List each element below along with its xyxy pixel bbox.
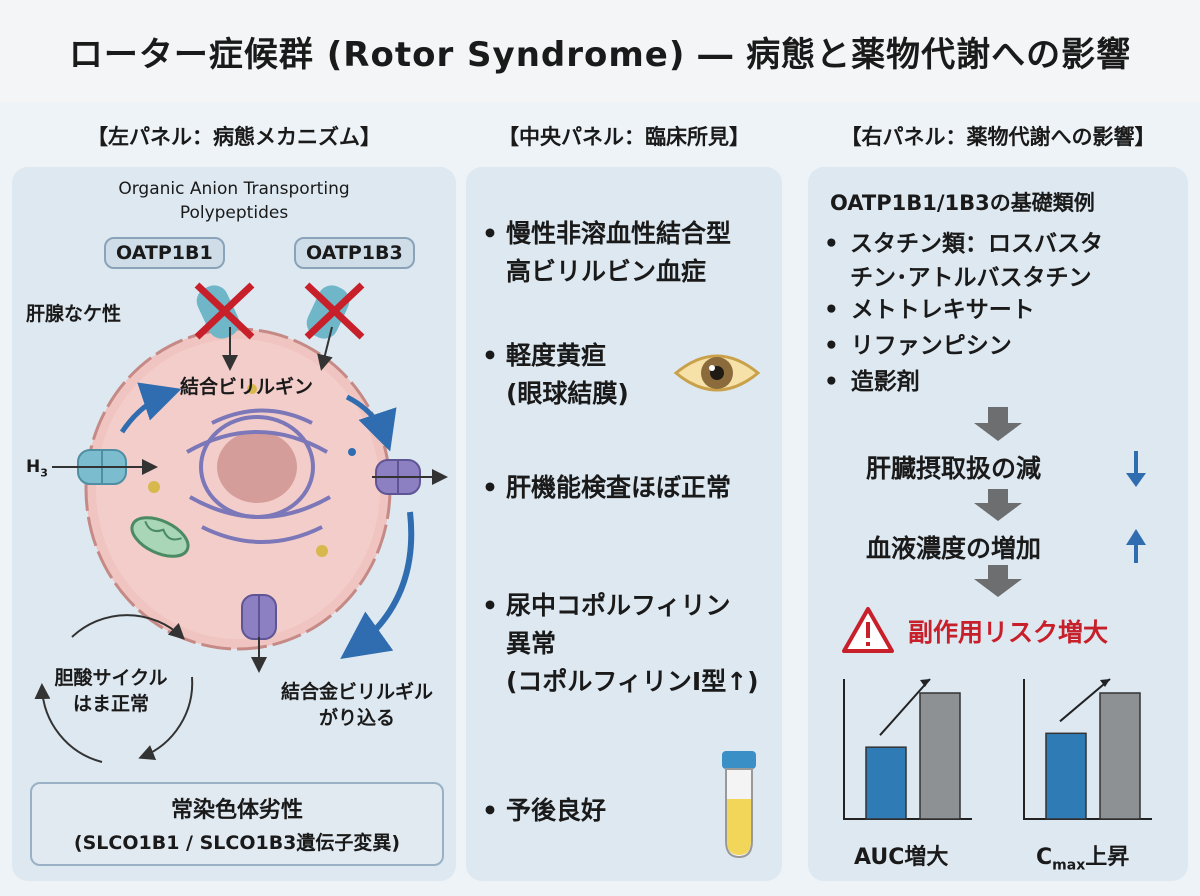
leak-label-2: がり込る bbox=[318, 707, 395, 729]
clinical-panel: • 慢性非溶血性結合型高ビリルビン血症 • 軽度黄疸(眼球結膜) • 肝機能検査… bbox=[466, 167, 782, 881]
drug-contrast: •造影剤 bbox=[824, 369, 920, 395]
trend-arrow-head bbox=[920, 679, 930, 687]
chart-auc-label: AUC増大 bbox=[854, 845, 949, 870]
urine-tube-icon bbox=[722, 751, 756, 859]
cmax-bar bbox=[1099, 692, 1141, 820]
cmax-bar bbox=[1045, 732, 1087, 820]
chart-cmax-label: Cmax上昇 bbox=[1036, 845, 1130, 874]
increase-arrow-icon bbox=[1126, 529, 1146, 563]
trend-arrow bbox=[1059, 678, 1111, 723]
genetic-genes: (SLCO1B1 / SLCO1B3遺伝子変異) bbox=[73, 832, 401, 854]
page-title: ローター症候群 (Rotor Syndrome) ― 病態と薬物代謝への影響 bbox=[68, 34, 1132, 75]
trend-arrow-head bbox=[1100, 679, 1110, 687]
decrease-arrow-icon bbox=[1126, 451, 1146, 487]
flow-blood-level: 血液濃度の増加 bbox=[866, 534, 1042, 563]
flow-down-arrows bbox=[974, 407, 1022, 597]
right-panel-header: 【右パネル：薬物代謝への影響】 bbox=[840, 125, 1156, 149]
flow-diagram bbox=[842, 407, 1152, 820]
bile-cycle-label-2: はま正常 bbox=[72, 693, 149, 715]
hepatocyte-diagram bbox=[34, 282, 448, 763]
bile-acid-cycle bbox=[34, 614, 194, 763]
basolateral-transporter bbox=[52, 449, 158, 485]
bile-cycle-label-1: 胆酸サイクル bbox=[54, 667, 168, 689]
oatp1b1-transporter-blocked bbox=[194, 282, 255, 371]
drug-statins: • スタチン類：ロスバスタチン･アトルバスタチン bbox=[824, 231, 1103, 291]
drug-rifampicin: •リファンピシン bbox=[824, 333, 1012, 359]
genetic-box: 常染色体劣性 (SLCO1B1 / SLCO1B3遺伝子変異) bbox=[30, 782, 444, 866]
h3-label: H3 bbox=[26, 457, 48, 480]
organic-anion-label: Organic Anion Transporting bbox=[118, 179, 350, 199]
hepatocyte-label: 肝腺なケ性 bbox=[26, 303, 122, 325]
efflux-transporter bbox=[372, 459, 448, 495]
mitochondrion bbox=[130, 516, 190, 558]
oatp1b3-transporter-blocked bbox=[304, 282, 365, 371]
oatp1b1-tag: OATP1B1 bbox=[104, 237, 225, 269]
bottom-transporter bbox=[241, 594, 277, 673]
polypeptides-label: Polypeptides bbox=[179, 203, 289, 223]
auc-bar bbox=[919, 692, 961, 820]
genetic-inheritance: 常染色体劣性 bbox=[170, 798, 303, 823]
nucleus bbox=[186, 408, 331, 544]
bilirubin-label: 結合ビリルギン bbox=[180, 376, 314, 398]
oatp1b3-tag: OATP1B3 bbox=[294, 237, 415, 269]
left-panel-header: 【左パネル：病態メカニズム】 bbox=[87, 125, 381, 149]
trend-arrow bbox=[879, 678, 931, 736]
flow-side-effect: 副作用リスク増大 bbox=[908, 618, 1109, 647]
leak-label-1: 結合金ビリルギル bbox=[280, 681, 433, 703]
drug-panel: OATP1B1/1B3の基礎類例 • スタチン類：ロスバスタチン･アトルバスタチ… bbox=[808, 167, 1188, 881]
charts bbox=[843, 678, 1152, 820]
warning-icon bbox=[842, 607, 894, 653]
title-bar: ローター症候群 (Rotor Syndrome) ― 病態と薬物代謝への影響 bbox=[0, 0, 1200, 102]
mechanism-panel: Organic Anion Transporting Polypeptides … bbox=[12, 167, 456, 881]
auc-bar bbox=[865, 746, 907, 820]
eye-icon bbox=[673, 354, 761, 392]
drug-methotrexate: •メトトレキサート bbox=[824, 297, 1035, 323]
middle-panel-header: 【中央パネル：臨床所見】 bbox=[498, 125, 750, 149]
flow-uptake: 肝臓摂取扱の減 bbox=[866, 454, 1042, 483]
drug-subtitle: OATP1B1/1B3の基礎類例 bbox=[830, 191, 1095, 215]
